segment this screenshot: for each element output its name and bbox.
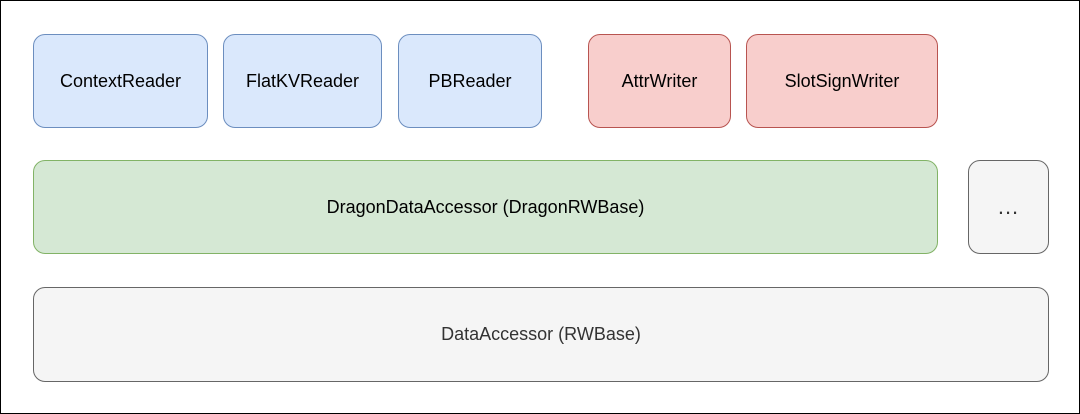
slot-sign-writer-label: SlotSignWriter bbox=[784, 70, 900, 91]
dragon-data-accessor-box: DragonDataAccessor (DragonRWBase) bbox=[33, 160, 938, 254]
pb-reader-label: PBReader bbox=[428, 70, 512, 91]
slot-sign-writer-box: SlotSignWriter bbox=[746, 34, 938, 128]
context-reader-box: ContextReader bbox=[33, 34, 208, 128]
pb-reader-box: PBReader bbox=[398, 34, 542, 128]
more-box: ... bbox=[968, 160, 1049, 254]
attr-writer-label: AttrWriter bbox=[621, 70, 698, 91]
data-accessor-label: DataAccessor (RWBase) bbox=[441, 324, 641, 344]
flatkv-reader-label: FlatKVReader bbox=[245, 70, 360, 91]
data-accessor-box: DataAccessor (RWBase) bbox=[33, 287, 1049, 382]
dragon-data-accessor-label: DragonDataAccessor (DragonRWBase) bbox=[326, 196, 645, 217]
flatkv-reader-box: FlatKVReader bbox=[223, 34, 382, 128]
attr-writer-box: AttrWriter bbox=[588, 34, 731, 128]
context-reader-label: ContextReader bbox=[59, 70, 182, 91]
more-label: ... bbox=[997, 194, 1020, 219]
